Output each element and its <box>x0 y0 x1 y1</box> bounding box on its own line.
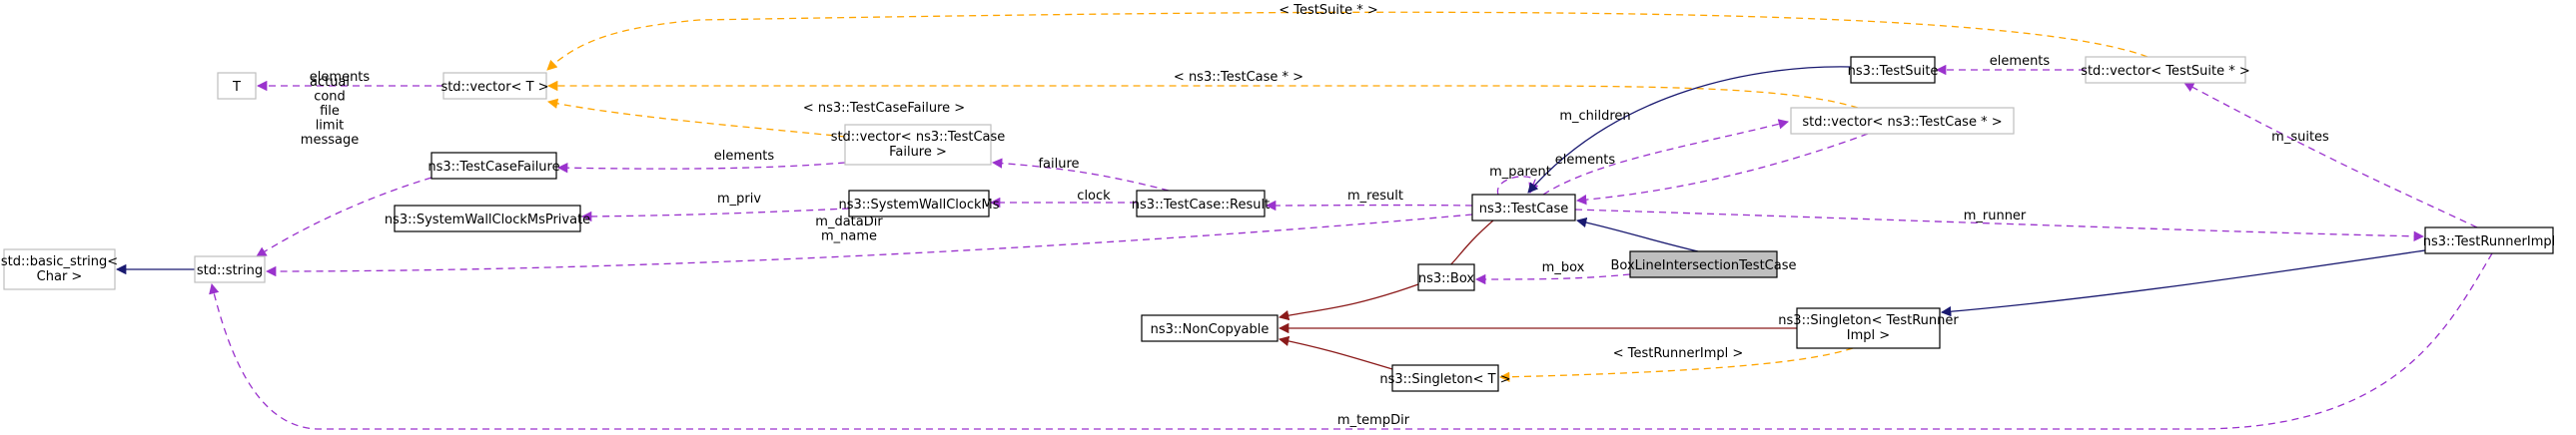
node-box[interactable] <box>217 72 257 100</box>
edge-label: < ns3::TestCaseFailure > <box>803 101 965 116</box>
node-box[interactable] <box>1391 364 1499 392</box>
edge-vectorTestSuite-to-vectorT <box>546 11 2148 71</box>
edge-label: m_priv <box>717 192 761 207</box>
node-box[interactable] <box>848 190 990 218</box>
node-box[interactable] <box>1471 194 1576 221</box>
class-node-sysWall[interactable]: ns3::SystemWallClockMs <box>838 190 1000 218</box>
edge-singletonRunner-to-singletonT <box>1498 347 1854 382</box>
class-node-vectorTestCase[interactable]: std::vector< ns3::TestCase * > <box>1790 107 2015 135</box>
node-label: ns3::TestCase <box>1479 202 1568 217</box>
class-node-box[interactable]: ns3::Box <box>1417 263 1475 291</box>
edge-label: failure <box>1038 157 1079 172</box>
edge-focus-to-box <box>1474 273 1631 285</box>
class-node-vectorTestSuite[interactable]: std::vector< TestSuite * > <box>2081 56 2250 84</box>
edge-label: elements <box>1990 54 2051 69</box>
edge-vectorFailure-to-testCaseFailure <box>556 162 846 174</box>
node-box[interactable] <box>1417 263 1475 291</box>
edge-testCase-to-testRunnerImpl <box>1574 209 2425 241</box>
node-label: std::vector< TestSuite * > <box>2081 64 2250 79</box>
node-label: ns3::NonCopyable <box>1151 322 1270 337</box>
node-box[interactable] <box>3 248 116 290</box>
class-node-testCaseFailure[interactable]: ns3::TestCaseFailure <box>428 152 560 180</box>
class-node-vectorT[interactable]: std::vector< T > <box>440 72 549 100</box>
edge-focus-to-testCase <box>1575 217 1699 252</box>
node-label: ns3::TestCase::Result <box>1132 198 1270 213</box>
edge-vectorFailure-to-vectorT <box>546 98 846 138</box>
edge-testRunnerImpl-to-string <box>209 252 2493 430</box>
edge-vectorTestCase-to-vectorT <box>546 80 1859 109</box>
class-node-sysWallPriv[interactable]: ns3::SystemWallClockMsPrivate <box>385 205 590 232</box>
node-label: std::basic_string<Char > <box>1 254 118 284</box>
edge-label: m_suites <box>2271 130 2329 145</box>
node-box[interactable] <box>442 72 547 100</box>
node-box[interactable] <box>1136 190 1266 218</box>
node-label: std::vector< T > <box>440 80 548 95</box>
class-node-testSuite[interactable]: ns3::TestSuite <box>1848 56 1939 84</box>
node-box[interactable] <box>1629 250 1778 278</box>
edge-label: elements <box>714 149 775 164</box>
node-label: std::string <box>197 263 263 278</box>
class-node-focus[interactable]: BoxLineIntersectionTestCase <box>1610 250 1797 278</box>
edge-label: m_parent <box>1489 165 1551 180</box>
node-box[interactable] <box>430 152 557 180</box>
edge-label: clock <box>1077 189 1111 204</box>
edge-testRunnerImpl-to-singletonRunner <box>1940 249 2426 317</box>
node-box[interactable] <box>394 205 581 232</box>
node-box[interactable] <box>2424 226 2554 254</box>
edge-label: < TestRunnerImpl > <box>1613 346 1744 361</box>
edge-label: < TestSuite * > <box>1279 3 1377 18</box>
node-label: ns3::TestRunnerImpl <box>2423 234 2556 249</box>
edge-result-to-vectorFailure <box>991 158 1170 192</box>
node-label: BoxLineIntersectionTestCase <box>1610 258 1796 273</box>
class-node-testRunnerImpl[interactable]: ns3::TestRunnerImpl <box>2423 226 2556 254</box>
node-box[interactable] <box>1850 56 1936 84</box>
class-node-testCase[interactable]: ns3::TestCase <box>1471 194 1576 221</box>
edge-vectorTestCase-to-testCase <box>1575 133 1869 206</box>
node-label: ns3::Singleton< T > <box>1379 372 1510 387</box>
node-label: ns3::TestSuite <box>1848 64 1939 79</box>
edge-singletonT-to-nonCopyable <box>1278 335 1393 370</box>
edge-testCase-to-string <box>265 214 1473 277</box>
node-label: ns3::SystemWallClockMs <box>838 198 999 213</box>
node-box[interactable] <box>1796 307 1941 349</box>
node-box[interactable] <box>194 255 266 283</box>
node-label: std::vector< ns3::TestCase * > <box>1802 115 2002 130</box>
edge-sysWall-to-sysWallPriv <box>580 208 850 222</box>
edge-label: m_tempDir <box>1337 413 1410 428</box>
class-node-string[interactable]: std::string <box>194 255 266 283</box>
edge-testCaseFailure-to-string <box>256 177 432 257</box>
node-label: ns3::SystemWallClockMsPrivate <box>385 213 590 227</box>
node-box[interactable] <box>2085 56 2246 84</box>
edge-label: elements <box>310 70 371 85</box>
node-label: ns3::Box <box>1418 271 1475 286</box>
edge-label: m_children <box>1559 109 1630 124</box>
edge-label: elements <box>1555 153 1616 168</box>
edge-testSuite-to-testCase <box>1527 66 1852 194</box>
edge-label: m_result <box>1347 189 1403 204</box>
edge-label: m_runner <box>1964 209 2027 223</box>
edge-testCase-to-vectorTestCase <box>1542 119 1790 196</box>
edge-testRunnerImpl-to-vectorTestSuite <box>2183 82 2478 228</box>
edge-label: < ns3::TestCase * > <box>1174 70 1303 85</box>
node-label: ns3::TestCaseFailure <box>428 160 559 175</box>
class-node-basicString[interactable]: std::basic_string<Char > <box>1 248 118 290</box>
edge-label: m_box <box>1542 260 1585 275</box>
node-label: T <box>232 80 241 95</box>
class-node-singletonT[interactable]: ns3::Singleton< T > <box>1379 364 1511 392</box>
class-node-T[interactable]: T <box>217 72 257 100</box>
node-box[interactable] <box>844 124 992 166</box>
edge-testCase-to-testCase <box>1497 176 1539 196</box>
class-node-nonCopyable[interactable]: ns3::NonCopyable <box>1141 314 1279 342</box>
node-box[interactable] <box>1141 314 1279 342</box>
class-node-result[interactable]: ns3::TestCase::Result <box>1132 190 1270 218</box>
node-box[interactable] <box>1790 107 2015 135</box>
